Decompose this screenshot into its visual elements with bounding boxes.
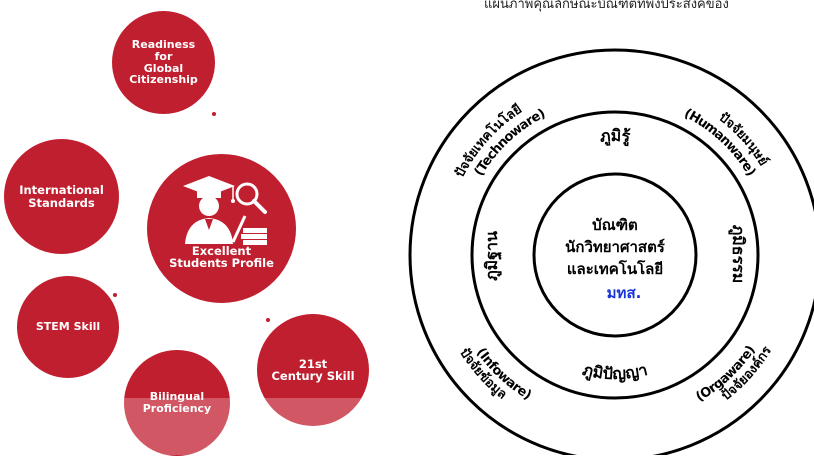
outer-ring — [408, 48, 814, 455]
inner-ring — [532, 172, 698, 338]
readiness-label: Readiness for Global Citizenship — [129, 38, 198, 87]
graduate-student-icon — [183, 176, 267, 245]
center-line-4: มทส. — [607, 284, 642, 302]
connector-dot — [266, 318, 270, 322]
diagram-header-text: แผนภาพคุณลักษณะบัณฑิตที่พึงประสงค์ของ — [484, 0, 729, 12]
middle-ring — [470, 110, 760, 400]
inner-right-label: ภูมิธรรม — [727, 225, 748, 284]
center-line-1: บัณฑิต — [592, 216, 638, 234]
stem-skill-label: STEM Skill — [35, 320, 101, 334]
century-skill-label: 21st Century Skill — [271, 356, 355, 383]
readiness-bubble: Readiness for Global Citizenship — [112, 11, 215, 114]
connector-dot — [113, 293, 117, 297]
international-standards-label: International Standards — [19, 183, 104, 210]
center-line-3: และเทคโนโลยี — [567, 259, 663, 278]
stem-skill-bubble: STEM Skill — [17, 276, 119, 378]
inner-top-label: ภูมิรู้ — [599, 126, 631, 148]
center-line-2: นักวิทยาศาสตร์ — [565, 238, 666, 256]
excellent-students-bubble: Excellent Students Profile — [143, 150, 300, 307]
bilingual-label: Bilingual Proficiency — [142, 390, 212, 415]
faded-overlay — [120, 398, 420, 455]
excellent-students-label: Excellent Students Profile — [169, 243, 274, 270]
bilingual-bubble: Bilingual Proficiency — [124, 350, 230, 456]
inner-left-label: ภูมิฐาน — [482, 231, 503, 281]
connector-dot — [212, 112, 216, 116]
century-skill-bubble: 21st Century Skill — [257, 314, 369, 426]
inner-bottom-label: ภูมิปัญญา — [580, 360, 649, 384]
international-standards-bubble: International Standards — [4, 139, 119, 254]
